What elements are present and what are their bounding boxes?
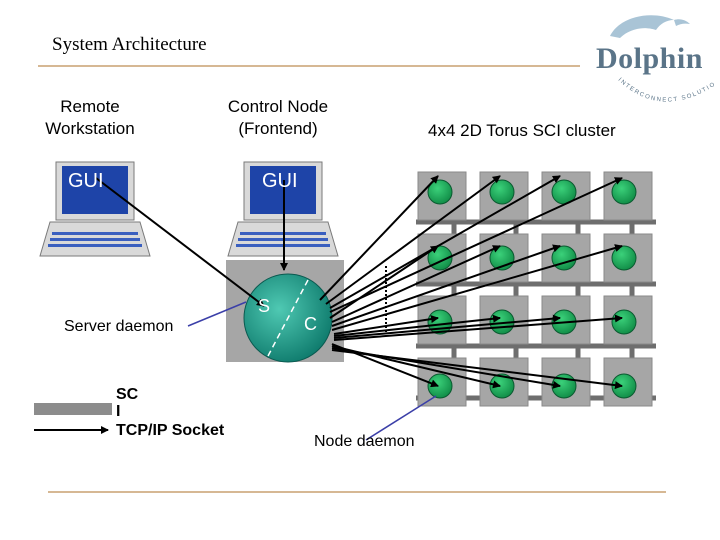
remote-workstation-label-line2: Workstation [45, 119, 135, 138]
cluster-node [551, 245, 577, 271]
cluster-node [611, 245, 637, 271]
sci-legend-label-line1: SC [116, 386, 139, 403]
control-node-label-line2: (Frontend) [238, 119, 318, 138]
remote-workstation-label: Remote Workstation [30, 96, 150, 140]
cluster-node [611, 373, 637, 399]
cluster-node [611, 309, 637, 335]
control-node-label-line1: Control Node [227, 97, 329, 116]
dolphin-icon [610, 15, 690, 38]
cluster-node [427, 373, 453, 399]
remote-screen [62, 166, 128, 214]
control-node-label: Control Node (Frontend) [208, 96, 348, 140]
torus-cluster [416, 171, 656, 407]
cluster-label: 4x4 2D Torus SCI cluster [428, 121, 616, 140]
dolphin-logo: INTERCONNECT SOLUTIONS [590, 8, 720, 108]
cluster-node [489, 373, 515, 399]
client-part-label: C [304, 314, 317, 334]
sci-legend-label: SC I [116, 386, 138, 420]
remote-gui-label: GUI [68, 170, 104, 192]
remote-workstation [39, 161, 151, 257]
frontend-gui-label: GUI [262, 170, 298, 192]
server-part-label: S [258, 296, 271, 316]
logo-text: Dolphin [596, 42, 703, 75]
tcp-arrows [95, 175, 623, 390]
sci-legend-swatch [34, 403, 112, 415]
server-daemon-label: Server daemon [64, 318, 174, 335]
cluster-node [611, 179, 637, 205]
node-daemon-label: Node daemon [314, 433, 415, 450]
node-daemon-callout [365, 395, 437, 441]
server-daemon-callout [187, 301, 247, 327]
logo-arc-tagline: INTERCONNECT SOLUTIONS [590, 8, 716, 104]
cluster-node [427, 179, 453, 205]
sphere-divider [267, 279, 309, 357]
cluster-node [489, 179, 515, 205]
remote-workstation-label-line1: Remote [60, 97, 120, 116]
slide-title: System Architecture [52, 34, 207, 55]
tcp-legend-label: TCP/IP Socket [116, 422, 225, 439]
sci-legend-label-line2: I [116, 403, 121, 420]
